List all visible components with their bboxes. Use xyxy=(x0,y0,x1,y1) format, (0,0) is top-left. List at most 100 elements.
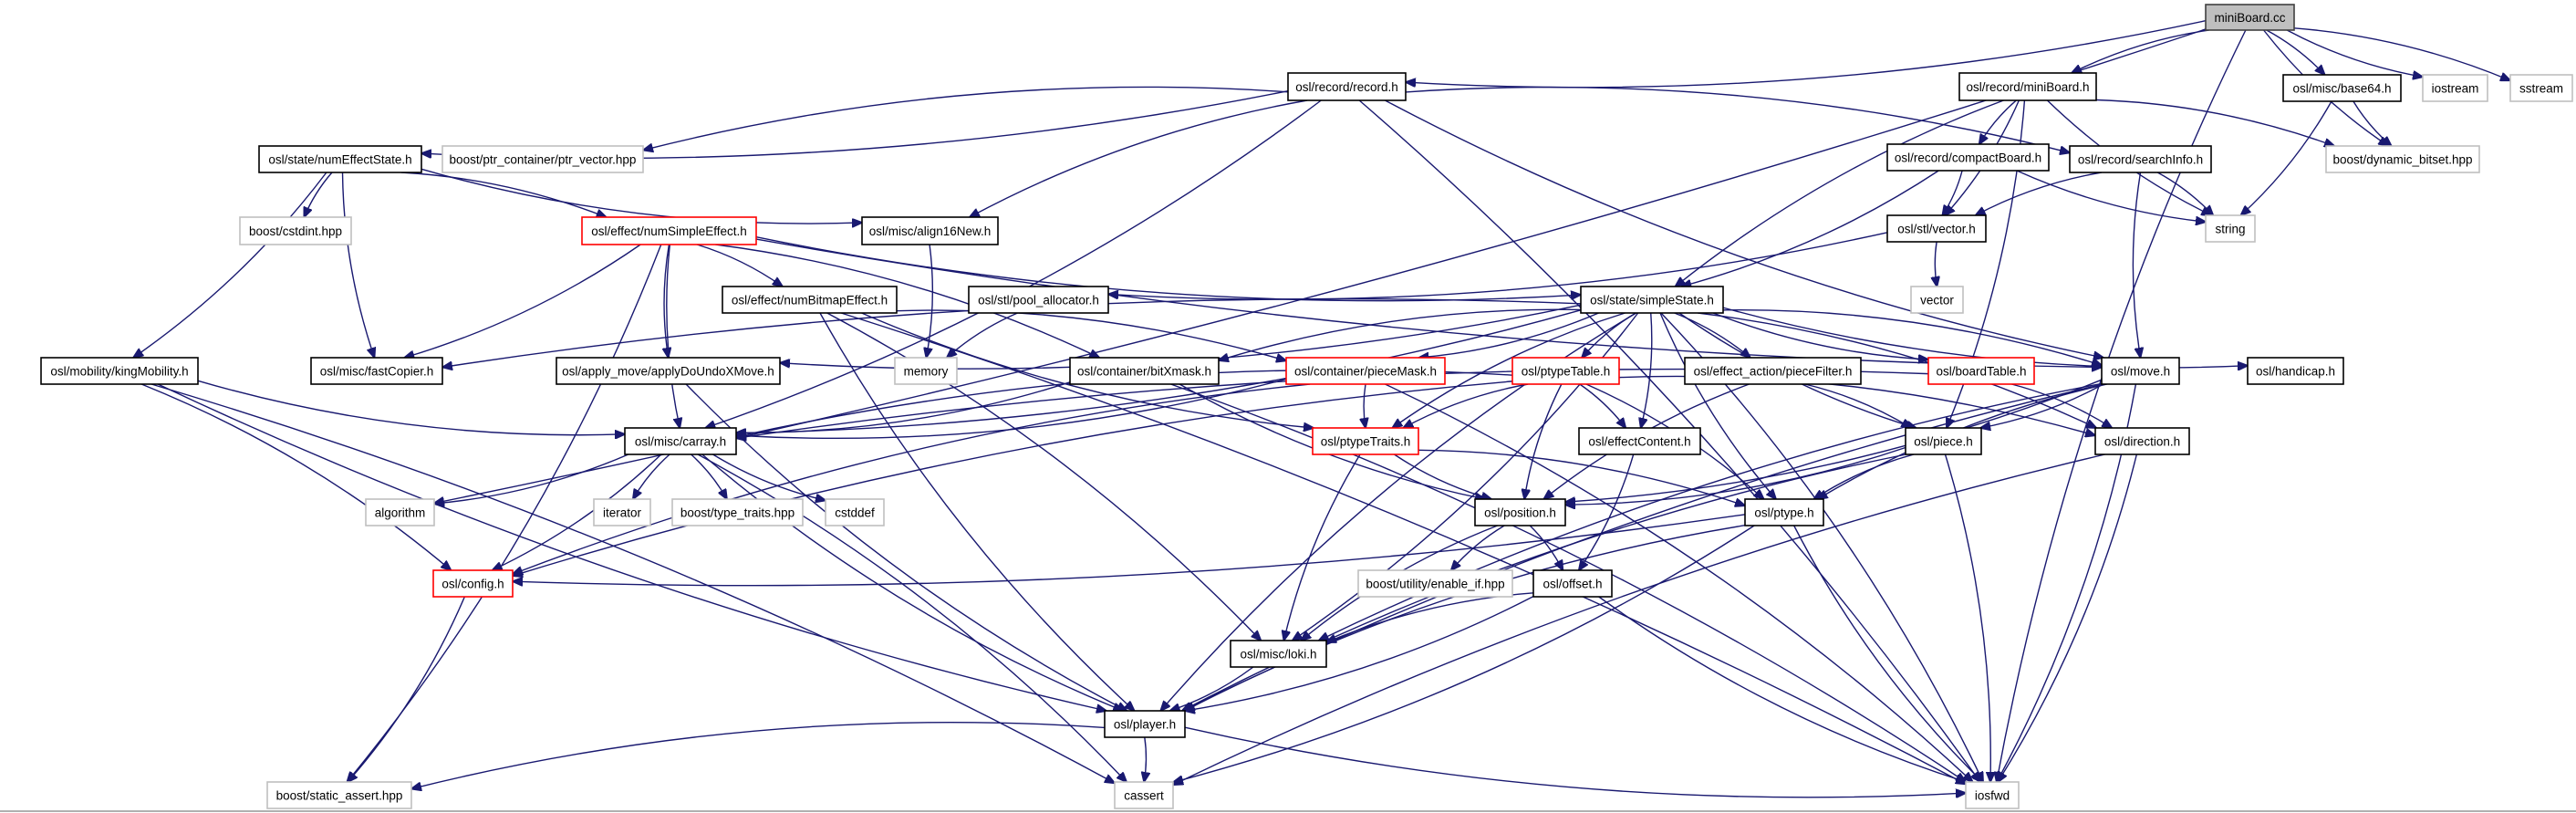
node-box xyxy=(861,216,999,245)
edge-simplestate-h-to-move-h xyxy=(1722,309,2102,366)
edge-loki-h-to-player-h xyxy=(1170,666,1254,711)
edge-move-h-to-position-h xyxy=(1565,379,2103,502)
nodes-layer: miniBoard.cc osl/record/record.h osl/recor… xyxy=(40,4,2573,809)
edge-carray-h-to-player-h xyxy=(701,453,1123,711)
node-label: boost/type_traits.hpp xyxy=(680,506,795,520)
node-osl-misc-fastcopier-h[interactable]: osl/misc/fastCopier.h xyxy=(310,357,443,385)
node-osl-handicap-h[interactable]: osl/handicap.h xyxy=(2247,357,2344,385)
edge-numsimpleeffect-h-to-bitxmask-h xyxy=(715,244,1099,358)
node-box xyxy=(2205,4,2295,31)
edge-piecemask-h-to-iosfwd xyxy=(1385,383,1972,782)
node-osl-effectcontent-h[interactable]: osl/effectContent.h xyxy=(1578,427,1701,455)
edge-carray-h-to-iterator xyxy=(633,453,670,499)
node-label: osl/misc/loki.h xyxy=(1240,648,1316,662)
node-osl-effect-numbitmapeffect-h[interactable]: osl/effect/numBitmapEffect.h xyxy=(722,286,898,314)
edge-miniboard-cc-to-sstream xyxy=(2293,27,2510,80)
node-osl-stl-pool-allocator-h[interactable]: osl/stl/pool_allocator.h xyxy=(968,286,1109,314)
node-label: osl/mobility/kingMobility.h xyxy=(50,365,188,379)
edge-record-h-to-searchinfo-h xyxy=(1405,86,2070,153)
node-osl-direction-h[interactable]: osl/direction.h xyxy=(2094,427,2190,455)
node-osl-record-searchinfo-h[interactable]: osl/record/searchInfo.h xyxy=(2069,145,2212,173)
node-label: boost/ptr_container/ptr_vector.hpp xyxy=(450,153,637,167)
edge-piecefilter-h-to-piece-h xyxy=(1804,383,1912,428)
edge-miniboard-cc-to-iostream xyxy=(2286,29,2423,77)
edge-numsimpleeffect-h-to-applydoundoxmove-h xyxy=(664,244,669,358)
edge-carray-h-to-cstddef xyxy=(712,453,826,500)
edge-simplestate-h-to-boardtable-h xyxy=(1712,312,1928,360)
edge-bitxmask-h-to-carray-h xyxy=(736,381,1071,433)
node-box xyxy=(722,286,898,314)
node-label: osl/container/pieceMask.h xyxy=(1294,365,1437,379)
node-osl-misc-base64-h[interactable]: osl/misc/base64.h xyxy=(2282,74,2402,102)
node-box xyxy=(1532,569,1613,598)
node-osl-record-miniboard-h[interactable]: osl/record/miniBoard.h xyxy=(1958,72,2097,101)
node-osl-state-numeffectstate-h[interactable]: osl/state/numEffectState.h xyxy=(258,145,422,173)
node-box xyxy=(1886,214,1987,243)
edge-offset-h-to-player-h xyxy=(1185,595,1534,711)
node-osl-offset-h[interactable]: osl/offset.h xyxy=(1532,569,1613,598)
node-label: osl/record/compactBoard.h xyxy=(1895,151,2041,165)
edge-direction-h-to-cassert xyxy=(1173,453,2105,785)
node-osl-misc-loki-h[interactable]: osl/misc/loki.h xyxy=(1230,640,1327,668)
node-osl-mobility-kingmobility-h[interactable]: osl/mobility/kingMobility.h xyxy=(40,357,199,385)
node-label: osl/ptypeTable.h xyxy=(1522,365,1611,379)
node-osl-piece-h[interactable]: osl/piece.h xyxy=(1905,427,1982,455)
node-osl-effect-numsimpleeffect-h[interactable]: osl/effect/numSimpleEffect.h xyxy=(581,216,757,245)
node-osl-misc-align16new-h[interactable]: osl/misc/align16New.h xyxy=(861,216,999,245)
node-label: osl/effectContent.h xyxy=(1588,435,1690,449)
node-box xyxy=(2094,427,2190,455)
edge-position-h-to-enable-if xyxy=(1451,525,1505,570)
edge-searchinfo-h-to-string xyxy=(2156,172,2213,215)
node-label: osl/move.h xyxy=(2111,365,2170,379)
node-osl-ptypetable-h[interactable]: osl/ptypeTable.h xyxy=(1511,357,1620,385)
node-box xyxy=(1230,640,1327,668)
edge-carray-h-to-algorithm xyxy=(434,453,629,504)
node-label: osl/misc/base64.h xyxy=(2292,82,2391,96)
node-miniboard-cc[interactable]: miniBoard.cc xyxy=(2205,4,2295,31)
node-osl-container-bitxmask-h[interactable]: osl/container/bitXmask.h xyxy=(1069,357,1220,385)
edge-simplestate-h-to-piecefilter-h xyxy=(1674,312,1750,358)
node-osl-ptypetraits-h[interactable]: osl/ptypeTraits.h xyxy=(1312,427,1419,455)
node-osl-misc-carray-h[interactable]: osl/misc/carray.h xyxy=(624,427,737,455)
node-osl-ptype-h[interactable]: osl/ptype.h xyxy=(1744,498,1824,526)
node-osl-record-compactboard-h[interactable]: osl/record/compactBoard.h xyxy=(1886,143,2050,172)
edge-config-h-to-static-assert xyxy=(348,596,465,782)
edge-numeffectstate-h-to-align16new-h xyxy=(421,168,862,224)
node-box xyxy=(1357,569,1513,598)
node-iostream: iostream xyxy=(2422,74,2488,102)
node-label: string xyxy=(2215,223,2245,236)
node-osl-position-h[interactable]: osl/position.h xyxy=(1474,498,1566,526)
node-osl-config-h[interactable]: osl/config.h xyxy=(432,569,514,598)
node-osl-container-piecemask-h[interactable]: osl/container/pieceMask.h xyxy=(1285,357,1446,385)
node-label: osl/record/miniBoard.h xyxy=(1966,80,2089,94)
node-label: osl/player.h xyxy=(1114,718,1176,732)
edge-record-h-to-carray-h xyxy=(705,99,1322,428)
edge-numsimpleeffect-h-to-move-h xyxy=(755,238,2102,367)
node-box xyxy=(441,145,644,173)
node-osl-apply-move-applydoundoxmove-h[interactable]: osl/apply_move/applyDoUndoXMove.h xyxy=(556,357,781,385)
node-osl-state-simplestate-h[interactable]: osl/state/simpleState.h xyxy=(1580,286,1724,314)
edge-record-h-to-align16new-h xyxy=(970,99,1308,217)
node-label: osl/stl/vector.h xyxy=(1897,223,1976,236)
edge-ptypetable-h-to-ptypetraits-h xyxy=(1403,383,1529,428)
edge-simplestate-h-to-direction-h xyxy=(1698,312,2096,428)
node-osl-move-h[interactable]: osl/move.h xyxy=(2101,357,2180,385)
node-osl-boardtable-h[interactable]: osl/boardTable.h xyxy=(1927,357,2035,385)
edge-ptypetraits-h-to-ptype-h xyxy=(1418,449,1745,506)
node-osl-record-record-h[interactable]: osl/record/record.h xyxy=(1287,72,1407,101)
edge-numbitmapeffect-h-to-player-h xyxy=(819,312,1135,711)
edge-kingmobility-h-to-config-h xyxy=(140,383,451,570)
node-osl-player-h[interactable]: osl/player.h xyxy=(1104,710,1186,738)
node-osl-stl-vector-h[interactable]: osl/stl/vector.h xyxy=(1886,214,1987,243)
node-box xyxy=(1580,286,1724,314)
node-box xyxy=(1069,357,1220,385)
node-sstream: sstream xyxy=(2509,74,2573,102)
node-boost-cstdint-hpp: boost/cstdint.hpp xyxy=(239,216,352,245)
edge-record-h-to-ptr-vector xyxy=(643,86,1289,150)
node-osl-effect-action-piecefilter-h[interactable]: osl/effect_action/pieceFilter.h xyxy=(1684,357,1862,385)
node-boost-utility-enable-if-hpp: boost/utility/enable_if.hpp xyxy=(1357,569,1513,598)
edge-move-h-to-piece-h xyxy=(1980,383,2104,428)
edge-simplestate-h-to-bitxmask-h xyxy=(1219,308,1582,360)
edge-kingmobility-h-to-carray-h xyxy=(197,380,625,434)
